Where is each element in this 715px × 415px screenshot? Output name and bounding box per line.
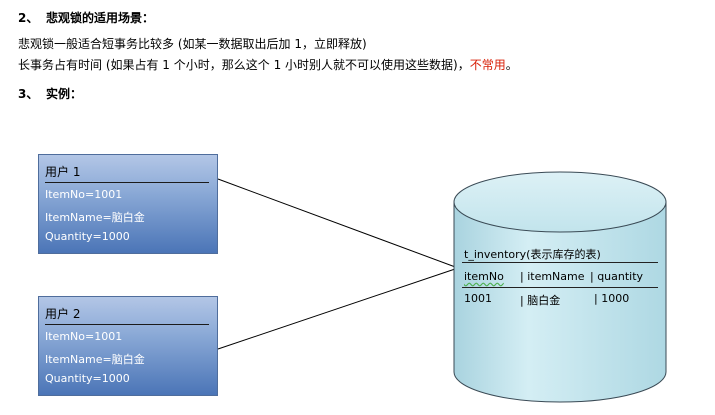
paragraph-line-2-end: 。 bbox=[505, 58, 518, 72]
database-cylinder-top bbox=[453, 171, 667, 233]
user-1-box: 用户 1 ItemNo=1001 ItemName=脑白金 Quantity=1… bbox=[38, 154, 218, 254]
user-2-itemname: ItemName=脑白金 bbox=[45, 353, 145, 366]
user-1-title: 用户 1 bbox=[45, 165, 81, 179]
table-header-rule bbox=[462, 287, 658, 288]
user-1-divider bbox=[45, 182, 209, 183]
table-title-rule bbox=[462, 262, 658, 263]
section-3-title: 实例： bbox=[46, 87, 83, 101]
user-2-itemno: ItemNo=1001 bbox=[45, 330, 123, 343]
table-header-itemname: | itemName bbox=[520, 270, 585, 283]
user-1-quantity: Quantity=1000 bbox=[45, 230, 130, 243]
user-2-box: 用户 2 ItemNo=1001 ItemName=脑白金 Quantity=1… bbox=[38, 296, 218, 396]
user-1-itemname: ItemName=脑白金 bbox=[45, 211, 145, 224]
section-3-heading: 3、实例： bbox=[18, 85, 82, 102]
table-header-itemno: itemNo bbox=[464, 270, 504, 283]
section-2-heading: 2、悲观锁的适用场景： bbox=[18, 9, 154, 26]
paragraph-line-2: 长事务占有时间 (如果占有 1 个小时，那么这个 1 小时别人就不可以使用这些数… bbox=[18, 56, 518, 73]
user-2-divider bbox=[45, 324, 209, 325]
section-2-number: 2、 bbox=[18, 11, 39, 25]
table-title: t_inventory(表示库存的表) bbox=[464, 248, 601, 261]
section-3-number: 3、 bbox=[18, 87, 39, 101]
table-cell-itemno: 1001 bbox=[464, 292, 492, 305]
database-cylinder-body bbox=[453, 201, 667, 403]
paragraph-line-2-text: 长事务占有时间 (如果占有 1 个小时，那么这个 1 小时别人就不可以使用这些数… bbox=[18, 58, 470, 72]
table-cell-quantity: | 1000 bbox=[594, 292, 630, 305]
table-header-quantity: | quantity bbox=[590, 270, 644, 283]
connector-user2-to-db bbox=[217, 267, 459, 350]
table-cell-itemname: | 脑白金 bbox=[520, 294, 561, 307]
connector-user1-to-db bbox=[217, 178, 459, 269]
user-2-quantity: Quantity=1000 bbox=[45, 372, 130, 385]
paragraph-line-1: 悲观锁一般适合短事务比较多 (如某一数据取出后加 1，立即释放) bbox=[18, 37, 367, 51]
user-1-itemno: ItemNo=1001 bbox=[45, 188, 123, 201]
user-2-title: 用户 2 bbox=[45, 307, 81, 321]
section-2-title: 悲观锁的适用场景： bbox=[46, 11, 155, 25]
not-common-highlight: 不常用 bbox=[469, 58, 506, 72]
